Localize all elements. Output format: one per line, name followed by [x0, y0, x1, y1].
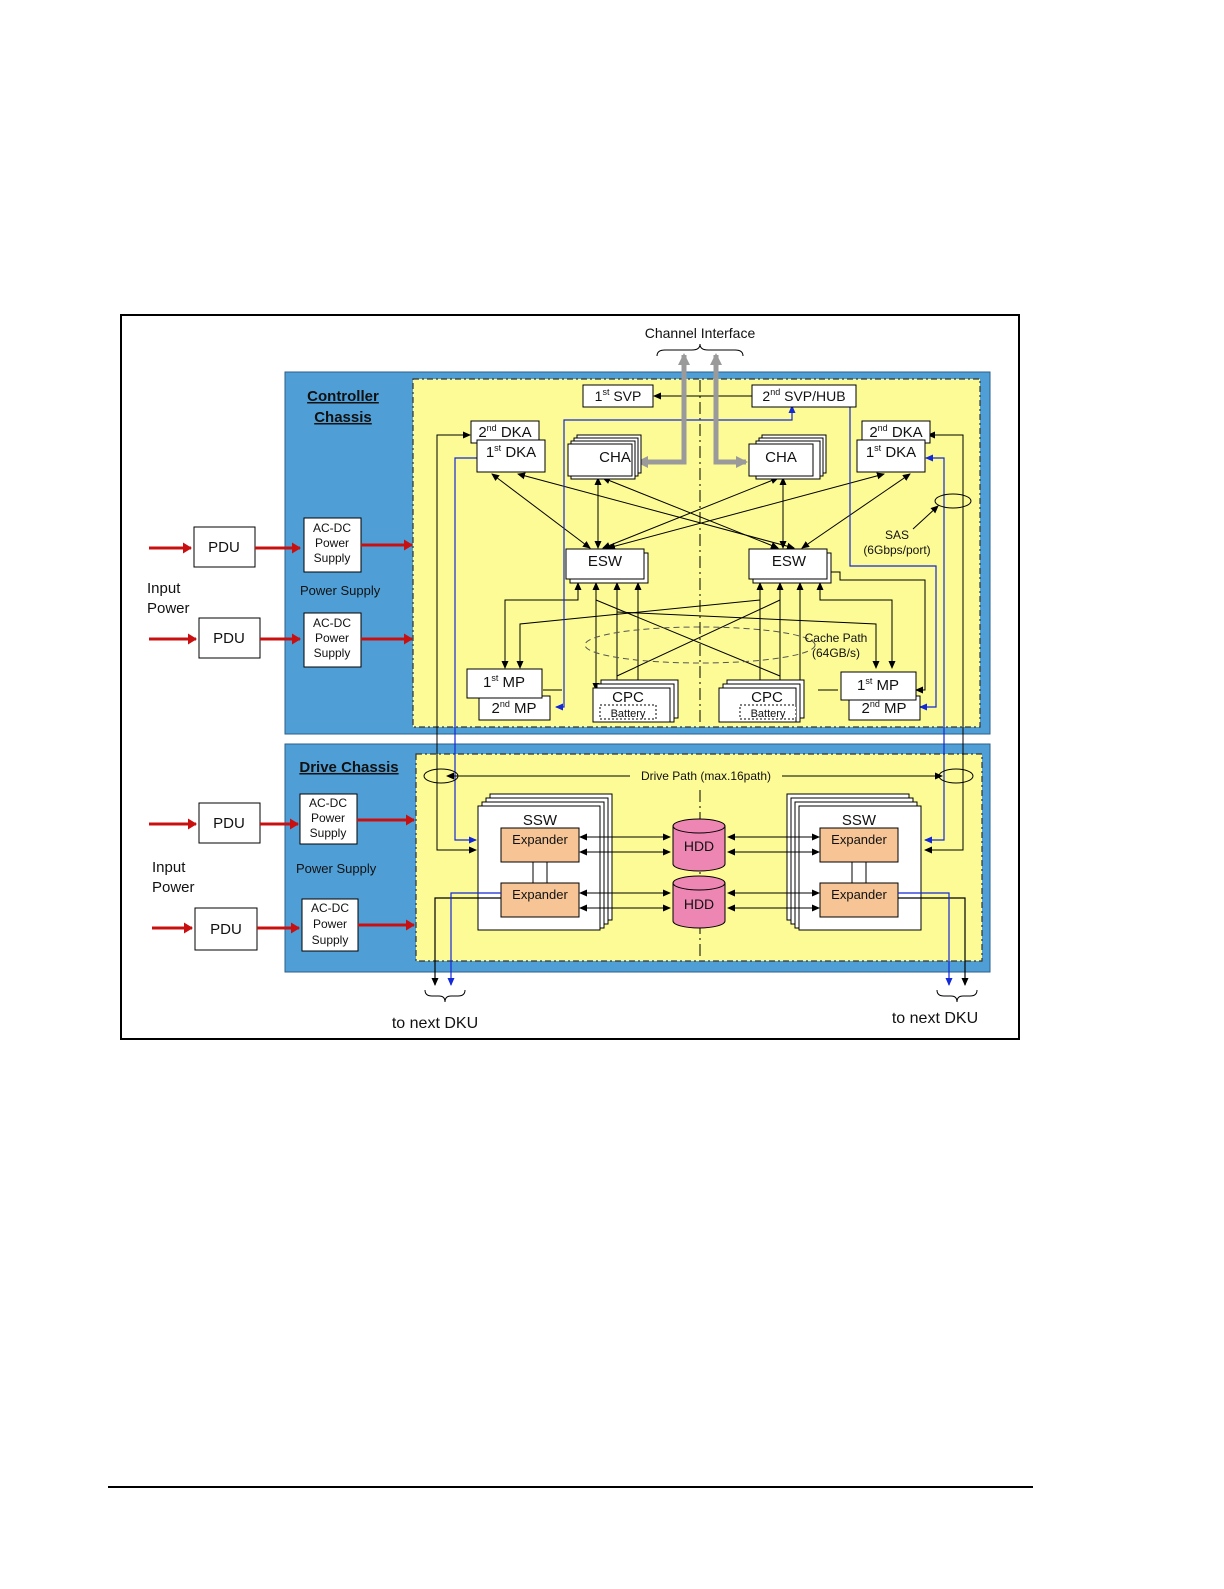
- controller-title-line1: Controller: [307, 388, 379, 405]
- dka2-left-label: 2nd DKA: [478, 423, 531, 441]
- acdc-drive-1-line3: Supply: [310, 826, 347, 840]
- cha-right-stack: [748, 434, 827, 480]
- acdc-ctrl-2-line3: Supply: [314, 646, 351, 660]
- expander-left-top-label: Expander: [512, 832, 568, 847]
- svp1-label: 1st SVP: [595, 387, 642, 404]
- controller-title-line2: Chassis: [314, 409, 372, 426]
- esw-left-label: ESW: [588, 553, 623, 570]
- cpc-right-label: CPC: [751, 689, 783, 706]
- channel-interface-arrows: [636, 353, 748, 468]
- input-power-ctrl-line2: Power: [147, 600, 190, 617]
- expander-left-bottom: [500, 882, 580, 918]
- acdc-ctrl-1-line3: Supply: [314, 551, 351, 565]
- acdc-drive-2-line2: Power: [313, 917, 347, 931]
- acdc-ctrl-1-line2: Power: [315, 536, 349, 550]
- acdc-box-drive-1: [299, 793, 358, 845]
- esw-left-stack: [565, 548, 649, 584]
- sas-label-line1: SAS: [885, 528, 909, 542]
- expander-right-bottom: [819, 882, 899, 918]
- svp2-label: 2nd SVP/HUB: [762, 387, 845, 404]
- esw-right-stack: [748, 548, 832, 584]
- acdc-ctrl-2-line1: AC-DC: [313, 616, 351, 630]
- sas-ellipse: [934, 493, 972, 509]
- drive-path-ellipse-left: [423, 768, 459, 784]
- input-power-drive-line1: Input: [152, 859, 186, 876]
- pdu-box-ctrl-1: [193, 526, 256, 568]
- svp2-box: [751, 384, 857, 408]
- acdc-ctrl-2-line2: Power: [315, 631, 349, 645]
- next-dku-right-label: to next DKU: [892, 1010, 978, 1027]
- pdu-label-ctrl-2: PDU: [213, 630, 245, 647]
- battery-right-label: Battery: [751, 708, 786, 720]
- cache-path-ellipse: [584, 626, 816, 664]
- hdd-1-cylinder: [672, 818, 726, 872]
- sas-label-line2: (6Gbps/port): [863, 543, 930, 557]
- footer-rule: [108, 1486, 1033, 1488]
- sas-pointer: [912, 505, 939, 530]
- acdc-drive-1-line2: Power: [311, 811, 345, 825]
- channel-interface-label: Channel Interface: [645, 325, 756, 341]
- battery-left-label: Battery: [611, 708, 646, 720]
- power-supply-drive-label: Power Supply: [296, 861, 377, 876]
- hdd-1-label: HDD: [684, 838, 714, 854]
- acdc-box-drive-2: [301, 898, 359, 952]
- acdc-drive-2-line1: AC-DC: [311, 901, 349, 915]
- battery-left-box: [599, 704, 657, 720]
- power-supply-ctrl-label: Power Supply: [300, 583, 381, 598]
- input-power-ctrl-line1: Input: [147, 580, 181, 597]
- esw-right-label: ESW: [772, 553, 807, 570]
- dka1-right-box: [856, 439, 926, 473]
- ssw-left-label: SSW: [523, 812, 558, 829]
- input-power-drive-line2: Power: [152, 879, 195, 896]
- drive-path-ellipse-right: [938, 768, 974, 784]
- expander-right-bottom-label: Expander: [831, 887, 887, 902]
- pdu-label-drive-1: PDU: [213, 815, 245, 832]
- next-dku-brace-right: [936, 989, 978, 1003]
- drive-next-dku-lines: [431, 892, 969, 986]
- cache-path-label-line2: (64GB/s): [812, 646, 860, 660]
- cache-path-label-line1: Cache Path: [805, 631, 868, 645]
- expander-right-top: [819, 827, 899, 863]
- next-dku-brace-left: [424, 989, 466, 1003]
- mp2-left-box: [478, 695, 551, 721]
- hdd-2-cylinder: [672, 875, 726, 929]
- expander-left-top: [500, 827, 580, 863]
- ssw-right-label: SSW: [842, 812, 877, 829]
- mp1-left-label: 1st MP: [483, 673, 525, 691]
- mp2-left-label: 2nd MP: [491, 699, 536, 717]
- channel-interface-brace: [656, 343, 744, 357]
- drive-path-label: Drive Path (max.16path): [641, 769, 771, 783]
- acdc-drive-1-line1: AC-DC: [309, 796, 347, 810]
- mp2-right-label: 2nd MP: [861, 699, 906, 717]
- pdu-label-drive-2: PDU: [210, 921, 242, 938]
- pdu-label-ctrl-1: PDU: [208, 539, 240, 556]
- mp1-right-label: 1st MP: [857, 676, 899, 694]
- cha-right-label: CHA: [765, 449, 797, 466]
- acdc-ctrl-1-line1: AC-DC: [313, 521, 351, 535]
- acdc-drive-2-line3: Supply: [312, 933, 349, 947]
- drive-title: Drive Chassis: [299, 759, 398, 776]
- cpc-left-label: CPC: [612, 689, 644, 706]
- hdd-2-label: HDD: [684, 896, 714, 912]
- mp1-left-box: [466, 668, 543, 699]
- dka1-left-box: [476, 439, 546, 473]
- expander-left-bottom-label: Expander: [512, 887, 568, 902]
- dka1-right-label: 1st DKA: [866, 443, 916, 461]
- expander-right-top-label: Expander: [831, 832, 887, 847]
- mp1-right-box: [840, 671, 917, 701]
- cha-left-stack: [567, 434, 642, 480]
- dka1-left-label: 1st DKA: [486, 443, 536, 461]
- acdc-box-ctrl-2: [303, 612, 362, 668]
- cha-left-label: CHA: [599, 449, 631, 466]
- expander-hdd-links: [579, 833, 820, 912]
- next-dku-left-label: to next DKU: [392, 1015, 478, 1032]
- svp1-box: [582, 384, 654, 408]
- pdu-box-drive-2: [194, 907, 258, 951]
- battery-right-box: [739, 704, 797, 720]
- dka2-right-label: 2nd DKA: [869, 423, 922, 441]
